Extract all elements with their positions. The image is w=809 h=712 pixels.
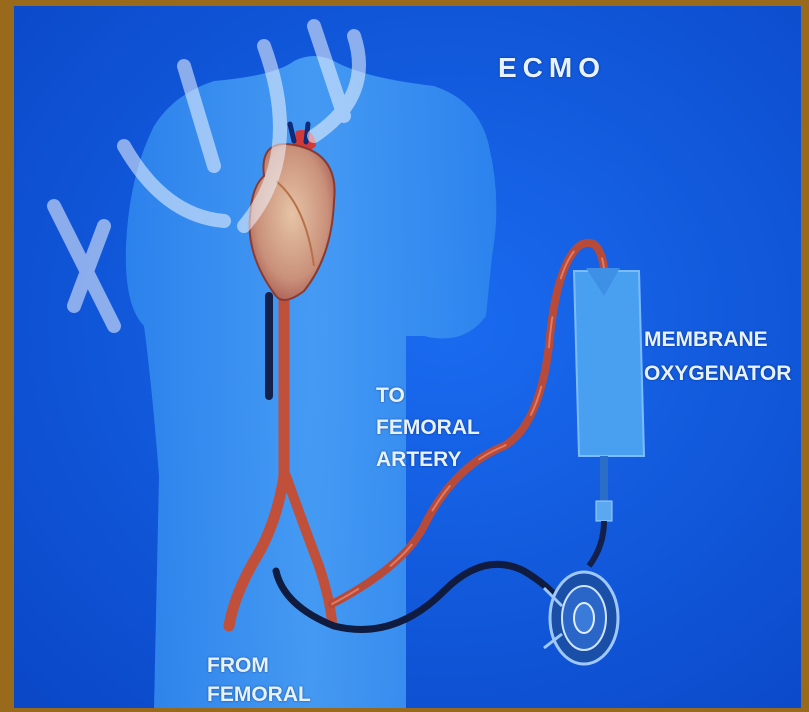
membrane-oxygenator-label: MEMBRANE OXYGENATOR bbox=[644, 323, 791, 391]
label-line: MEMBRANE bbox=[644, 323, 791, 357]
label-line: FEMORAL bbox=[376, 412, 480, 444]
label-line: FROM bbox=[207, 651, 311, 680]
label-line: FEMORAL bbox=[207, 680, 311, 708]
label-line: OXYGENATOR bbox=[644, 357, 791, 391]
label-line: ARTERY bbox=[376, 444, 480, 476]
from-femoral-label: FROM FEMORAL bbox=[207, 651, 311, 708]
diagram-title: ECMO bbox=[498, 52, 606, 84]
label-line: TO bbox=[376, 380, 480, 412]
ecmo-slide: ECMO TO FEMORAL ARTERY MEMBRANE OXYGENAT… bbox=[14, 6, 801, 708]
to-femoral-artery-label: TO FEMORAL ARTERY bbox=[376, 380, 480, 476]
